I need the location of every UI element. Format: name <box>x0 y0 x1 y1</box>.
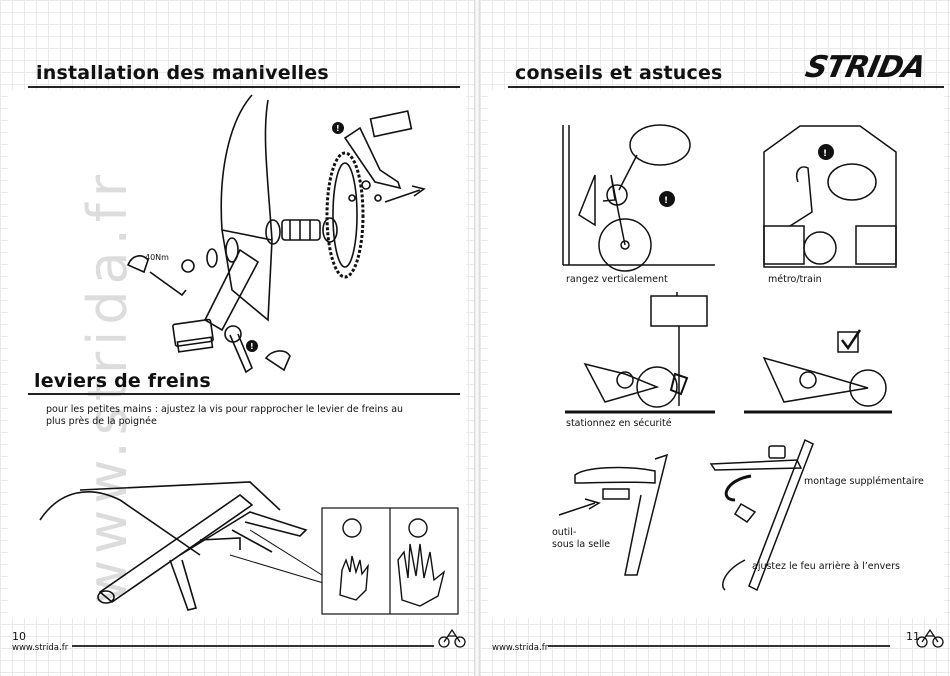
svg-text:!: ! <box>823 149 827 159</box>
caption-metro-train: métro/train <box>768 274 822 285</box>
bike-icon <box>438 628 466 648</box>
right-illustration-area <box>488 90 944 618</box>
brake-text-line: plus près de la poignée <box>46 416 157 427</box>
secure-parking-illustration <box>565 292 715 414</box>
caption-vertical-storage: rangez verticalement <box>566 274 668 285</box>
footer-rule <box>72 645 434 647</box>
heading-rule <box>28 86 460 88</box>
book-gutter <box>474 0 480 676</box>
caption-tool-line: outil- <box>552 527 577 538</box>
footer-url: www.strida.fr <box>492 643 549 653</box>
metro-train-illustration: ! <box>763 125 897 268</box>
svg-text:!: ! <box>336 124 340 133</box>
brake-lever-illustration <box>39 481 459 615</box>
caption-extra-mount: montage supplémentaire <box>804 476 924 487</box>
svg-text:!: ! <box>250 342 254 351</box>
page-number: 10 <box>12 630 26 643</box>
footer-rule <box>548 645 890 647</box>
left-page: www.strida.fr installation des manivelle… <box>0 0 474 676</box>
caption-tool-under-saddle: outil- sous la selle <box>552 527 610 551</box>
tool-under-saddle-illustration <box>558 453 669 576</box>
heading-rule <box>28 393 460 395</box>
footer-url: www.strida.fr <box>12 643 69 653</box>
vertical-storage-illustration: ! <box>562 124 715 272</box>
heading-brake-levers: leviers de freins <box>34 370 211 392</box>
page-number: 11 <box>906 630 920 643</box>
rear-light-mount-illustration <box>709 438 814 592</box>
caption-tool-line: sous la selle <box>552 539 611 550</box>
heading-crank-installation: installation des manivelles <box>36 62 329 84</box>
caption-secure-parking: stationnez en sécurité <box>566 418 672 429</box>
heading-tips: conseils et astuces <box>515 62 723 84</box>
svg-text:!: ! <box>664 196 668 206</box>
torque-label: 40Nm <box>145 253 169 262</box>
crank-installation-illustration: !! 40Nm <box>126 94 426 374</box>
parking-correct-illustration <box>744 329 892 414</box>
brake-text-line: pour les petites mains : ajustez la vis … <box>46 404 404 415</box>
brake-instruction-text: pour les petites mains : ajustez la vis … <box>46 404 446 428</box>
heading-rule <box>508 86 944 88</box>
right-page: conseils et astuces <box>480 0 950 676</box>
bike-icon <box>916 628 944 648</box>
caption-rear-light: ajustez le feu arrière à l’envers <box>752 561 900 572</box>
strida-logo: STRIDA <box>802 50 929 85</box>
